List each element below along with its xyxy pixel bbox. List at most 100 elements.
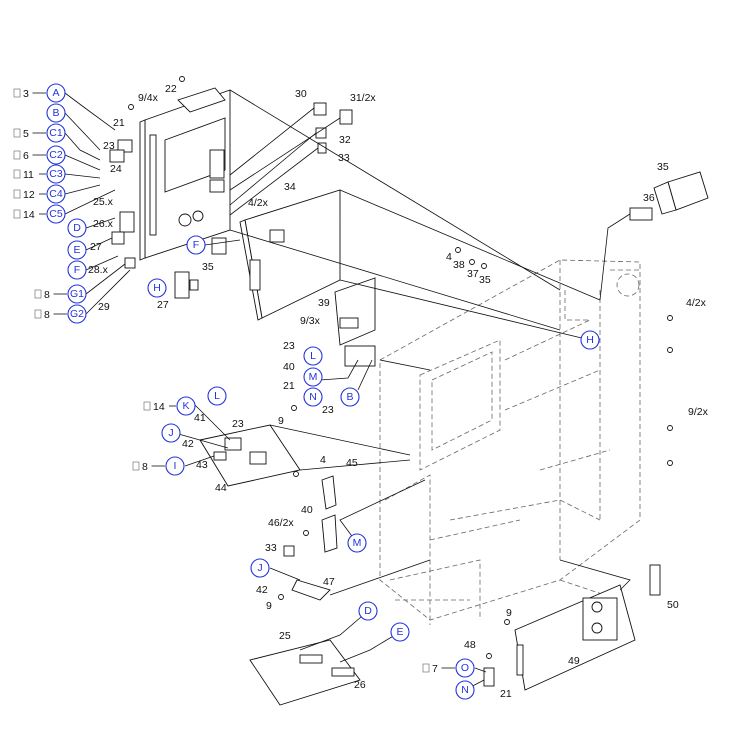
part-number-label: 27 — [90, 241, 102, 253]
part-number-label: 9/2x — [688, 406, 709, 418]
part-number-label: 40 — [283, 361, 295, 373]
svg-text:O: O — [461, 662, 469, 674]
svg-text:C4: C4 — [49, 188, 63, 200]
callout-c2: C2 — [46, 145, 66, 165]
page-number: 8 — [44, 289, 50, 301]
part-number-label: 4 — [320, 454, 326, 466]
part-number-label: 23 — [103, 140, 115, 152]
svg-text:B: B — [52, 107, 59, 119]
svg-text:F: F — [74, 264, 80, 276]
board-25-26 — [249, 639, 361, 706]
svg-text:H: H — [153, 282, 161, 294]
callout-c3: C3 — [46, 164, 66, 184]
page-ref-i: 8 — [132, 461, 165, 473]
callout-e: E — [67, 240, 87, 260]
callout-j: J — [161, 423, 181, 443]
callout-i: I — [165, 456, 185, 476]
part-number-label: 22 — [165, 83, 177, 95]
svg-text:D: D — [73, 222, 81, 234]
part-number-label: 37 — [467, 268, 479, 280]
part-number-label: 48 — [464, 639, 476, 651]
bracket-49 — [483, 564, 661, 691]
callout-e: E — [390, 622, 410, 642]
part-number-label: 33 — [265, 542, 277, 554]
callout-n: N — [303, 387, 323, 407]
svg-text:L: L — [310, 350, 316, 362]
callout-b: B — [340, 387, 360, 407]
part-number-label: 49 — [568, 655, 580, 667]
part-number-label: 50 — [667, 599, 679, 611]
part-number-label: 35 — [657, 161, 669, 173]
part-number-label: 47 — [323, 576, 335, 588]
part-number-label: 32 — [339, 134, 351, 146]
page-number: 7 — [432, 663, 438, 675]
part-number-label: 4/2x — [686, 297, 707, 309]
part-number-label: 35 — [202, 261, 214, 273]
part-number-label: 23 — [283, 340, 295, 352]
part-number-label: 29 — [98, 301, 110, 313]
callout-g1: G1 — [67, 284, 87, 304]
part-number-label: 42 — [256, 584, 268, 596]
callout-m: M — [303, 367, 323, 387]
svg-text:C3: C3 — [49, 168, 63, 180]
page-number: 12 — [23, 189, 35, 201]
part-number-label: 25.x — [93, 196, 114, 208]
page-number: 8 — [142, 461, 148, 473]
callout-f: F — [186, 235, 206, 255]
part-number-label: 24 — [110, 163, 122, 175]
svg-text:G1: G1 — [70, 288, 84, 300]
part-number-label: 9 — [278, 415, 284, 427]
leader-lines — [64, 89, 631, 691]
board-34 — [239, 189, 341, 321]
screws — [128, 76, 673, 659]
svg-text:N: N — [309, 391, 317, 403]
callout-a: A — [46, 83, 66, 103]
board-39 — [334, 277, 376, 367]
svg-text:E: E — [396, 626, 403, 638]
page-ref-k: 14 — [143, 401, 176, 413]
svg-text:E: E — [73, 244, 80, 256]
svg-text:G2: G2 — [70, 308, 84, 320]
part-number-label: 34 — [284, 181, 296, 193]
part-number-label: 41 — [194, 412, 206, 424]
page-ref-a: 3 — [13, 88, 46, 100]
part-number-label: 43 — [196, 459, 208, 471]
part-number-label: 36 — [643, 192, 655, 204]
svg-text:C2: C2 — [49, 149, 63, 161]
svg-text:M: M — [353, 537, 362, 549]
svg-text:C1: C1 — [49, 127, 63, 139]
part-number-label: 33 — [338, 152, 350, 164]
svg-text:L: L — [214, 390, 220, 402]
page-ref-c1: 5 — [13, 128, 46, 140]
svg-text:M: M — [309, 371, 318, 383]
parts-mid — [283, 475, 338, 601]
callout-l: L — [303, 346, 323, 366]
part-number-label: 40 — [301, 504, 313, 516]
callout-d: D — [67, 218, 87, 238]
page-number: 14 — [23, 209, 35, 221]
page-ref-c2: 6 — [13, 150, 46, 162]
part-number-label: 9/3x — [300, 315, 321, 327]
callout-j: J — [250, 558, 270, 578]
callout-c5: C5 — [46, 204, 66, 224]
part-number-label: 27 — [157, 299, 169, 311]
page-number: 6 — [23, 150, 29, 162]
part-number-label: 26.x — [93, 218, 114, 230]
part-number-label: 9/4x — [138, 92, 159, 104]
svg-text:K: K — [182, 400, 189, 412]
svg-text:F: F — [193, 239, 199, 251]
svg-text:A: A — [52, 87, 59, 99]
part-number-label: 46/2x — [268, 517, 294, 529]
page-ref-g2: 8 — [34, 309, 67, 321]
page-number: 5 — [23, 128, 29, 140]
page-number: 3 — [23, 88, 29, 100]
callout-f: F — [67, 260, 87, 280]
part-number-label: 4/2x — [248, 197, 269, 209]
page-number: 14 — [153, 401, 165, 413]
svg-text:J: J — [168, 427, 173, 439]
page-ref-o: 7 — [422, 663, 455, 675]
